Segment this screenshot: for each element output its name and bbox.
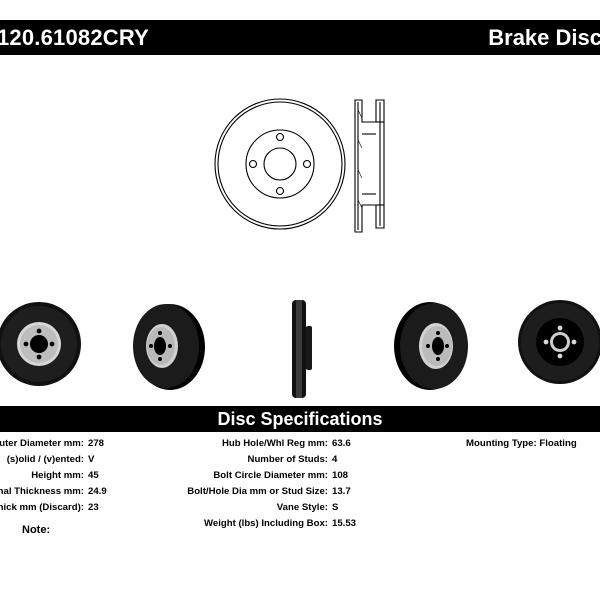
disc-photo-front [0, 302, 81, 386]
specs-left: Outer Diameter mm: 278 (s)olid / (v)ente… [0, 436, 140, 516]
spec-label: Height mm: [31, 470, 84, 481]
spec-label: Number of Studs: [247, 454, 328, 465]
spec-label: (s)olid / (v)ented: [6, 454, 84, 465]
spec-value: 24.9 [88, 486, 107, 497]
title-bar: 120.61082CRY Brake Disc [0, 20, 600, 55]
spec-row: Bolt/Hole Dia mm or Stud Size: 13.7 [130, 484, 390, 500]
spec-label: Weight (lbs) Including Box: [204, 518, 328, 529]
spec-title: Disc Specifications [217, 409, 383, 429]
spec-value: V [88, 454, 95, 465]
spec-value: Floating [539, 438, 577, 449]
front-view-drawing [214, 98, 346, 230]
spec-label: Bolt/Hole Dia mm or Stud Size: [187, 486, 328, 497]
spec-label: Hub Hole/Whl Reg mm: [221, 438, 328, 449]
spec-label: Bolt Circle Diameter mm: [213, 470, 328, 481]
spec-value: 15.53 [332, 518, 357, 529]
spec-value: 278 [88, 438, 105, 449]
disc-photo-side [292, 300, 312, 398]
spec-row: Weight (lbs) Including Box: 15.53 [130, 516, 390, 532]
part-number: 120.61082CRY [0, 25, 150, 50]
spec-value: 13.7 [332, 486, 351, 497]
specs-middle: Hub Hole/Whl Reg mm: 63.6 Number of Stud… [130, 436, 390, 532]
product-category: Brake Disc [488, 25, 600, 50]
spec-label: Vane Style: [276, 502, 328, 513]
note-label: Note: [22, 524, 51, 536]
side-view-drawing [354, 99, 385, 233]
spec-label: Mounting Type: [466, 438, 537, 449]
spec-row: Min Thick mm (Discard): 23 [0, 500, 140, 516]
spec-row: Outer Diameter mm: 278 [0, 436, 140, 452]
disc-photo-angled-left [133, 304, 205, 390]
spec-row: (s)olid / (v)ented: V [0, 452, 140, 468]
specs-right: Mounting Type: Floating [466, 436, 600, 452]
spec-row: Mounting Type: Floating [466, 436, 600, 452]
spec-label: Min Thick mm (Discard): [0, 502, 84, 513]
spec-value: 4 [332, 454, 338, 465]
disc-photo-rear [518, 300, 600, 384]
spec-value: 63.6 [332, 438, 351, 449]
spec-label: Outer Diameter mm: [0, 438, 84, 449]
spec-row: Height mm: 45 [0, 468, 140, 484]
spec-title-bar: Disc Specifications [0, 406, 600, 432]
spec-value: 45 [88, 470, 99, 481]
spec-row: Nominal Thickness mm: 24.9 [0, 484, 140, 500]
spec-value: 108 [332, 470, 349, 481]
spec-row: Bolt Circle Diameter mm: 108 [130, 468, 390, 484]
disc-drawings [0, 98, 600, 398]
spec-value: S [332, 502, 339, 513]
spec-row: Number of Studs: 4 [130, 452, 390, 468]
spec-row: Vane Style: S [130, 500, 390, 516]
disc-photo-angled-right [394, 302, 468, 390]
spec-value: 23 [88, 502, 99, 513]
spec-label: Nominal Thickness mm: [0, 486, 84, 497]
spec-row: Hub Hole/Whl Reg mm: 63.6 [130, 436, 390, 452]
